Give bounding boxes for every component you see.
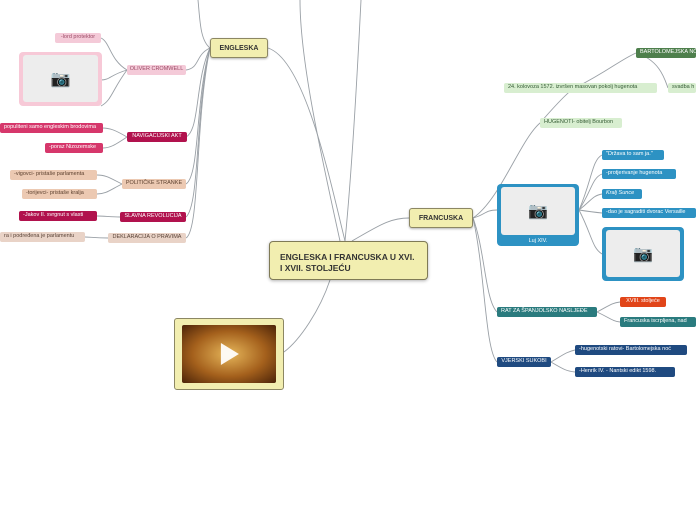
- navig-node-2[interactable]: -poraz Nizozemske: [45, 143, 103, 153]
- francuska-iscrpljena-node[interactable]: Francuska iscrpljena, nad: [620, 317, 696, 327]
- luj-xiv-label: Luj XIV.: [528, 238, 548, 244]
- camera-icon: 📷: [50, 70, 71, 88]
- slavna-node-1[interactable]: -Jakov II. svrgnut s vlasti: [19, 211, 97, 221]
- versailles-photo[interactable]: 📷: [602, 227, 684, 281]
- central-topic[interactable]: ENGLESKA I FRANCUSKA U XVI. I XVII. STOL…: [269, 241, 428, 280]
- svadba-node[interactable]: svadba h: [668, 83, 696, 93]
- oliver-cromwell-node[interactable]: OLIVER CROMWELL: [127, 65, 186, 75]
- drzava-node[interactable]: "Država to sam ja.": [602, 150, 664, 160]
- topic-engleska[interactable]: ENGLESKA: [210, 38, 268, 58]
- video-node[interactable]: [174, 318, 284, 390]
- politicke-stranke-node[interactable]: POLITIČKE STRANKE: [122, 179, 186, 189]
- vjerski-node-2[interactable]: -Henrik IV. - Nantski edikt 1598.: [575, 367, 675, 377]
- camera-icon: 📷: [528, 203, 548, 220]
- versailles-node[interactable]: -dao je sagraditi dvorac Versaille: [602, 208, 696, 218]
- slavna-revolucija-node[interactable]: SLAVNA REVOLUCIJA: [120, 212, 186, 222]
- central-topic-label: ENGLESKA I FRANCUSKA U XVI. I XVII. STOL…: [280, 252, 415, 273]
- kralj-sunce-node[interactable]: Kralj Sunce: [602, 189, 642, 199]
- navig-node-1[interactable]: populiteni samo engleskim brodovima: [0, 123, 103, 133]
- bartolomejska-noc-node[interactable]: BARTOLOMEJSKA NO: [636, 48, 696, 58]
- deklaracija-node[interactable]: DEKLARACIJA O PRAVIMA: [108, 233, 186, 243]
- play-icon[interactable]: [220, 343, 239, 365]
- navigacijski-akt-node[interactable]: NAVIGACIJSKI AKT: [127, 132, 187, 142]
- luj-xiv-node[interactable]: 📷 Luj XIV.: [497, 184, 579, 246]
- vjerski-sukobi-node[interactable]: VJERSKI SUKOBI: [497, 357, 551, 367]
- stranka-node-2[interactable]: -torijevci- pristaše kralja: [22, 189, 97, 199]
- topic-francuska[interactable]: FRANCUSKA: [409, 208, 473, 228]
- deklaracija-node-1[interactable]: ra i podređena je parlamentu: [0, 232, 85, 242]
- oliver-photo[interactable]: 📷: [19, 52, 102, 106]
- progonstvo-node[interactable]: -protjerivanje hugenota: [602, 169, 676, 179]
- hugenoti-node[interactable]: HUGENOTI- obitelj Bourbon: [540, 118, 622, 128]
- rat-spanjolsko-node[interactable]: RAT ZA ŠPANJOLSKO NASLJEĐE: [497, 307, 597, 317]
- kolovoz-node[interactable]: 24. kolovoza 1572. izvršen masovan pokol…: [504, 83, 657, 93]
- vjerski-node-1[interactable]: -hugenotski ratovi- Bartolomejska noć: [575, 345, 687, 355]
- camera-icon: 📷: [633, 245, 653, 263]
- stranka-node-1[interactable]: -vigovci- pristaše parlamenta: [10, 170, 97, 180]
- xviii-stoljece-node[interactable]: XVIII. stoljeće: [620, 297, 666, 307]
- lord-protektor-node[interactable]: -lord protektor: [55, 33, 101, 43]
